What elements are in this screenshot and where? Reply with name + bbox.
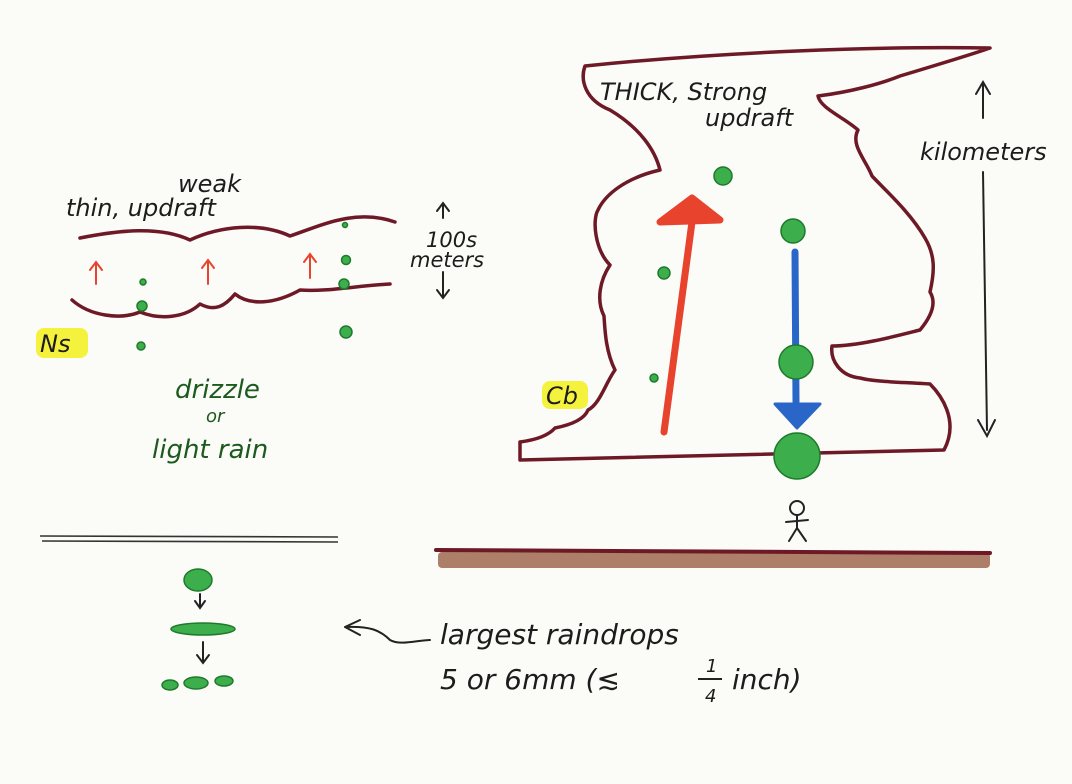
thick-cloud-updraft-label: updraft xyxy=(705,104,795,132)
or-label: or xyxy=(206,406,226,427)
cb-highlight xyxy=(542,381,588,409)
person-figure xyxy=(785,500,809,542)
weak-updraft-arrow-3 xyxy=(303,252,317,279)
split-drop-right xyxy=(214,675,234,687)
weak-updraft-arrow-1 xyxy=(89,260,103,285)
thin-cloud-label: thin, updraft xyxy=(66,194,217,222)
split-drop-left xyxy=(161,679,179,691)
kilometers-label: kilometers xyxy=(920,138,1047,166)
light-rain-label: light rain xyxy=(152,435,268,465)
depth-label-100s: 100s xyxy=(426,228,477,252)
kilometers-arrow xyxy=(975,80,996,439)
fraction-numerator: 1 xyxy=(706,656,717,677)
depth-label-meters: meters xyxy=(410,248,484,272)
thin-cloud-label-weak: weak xyxy=(178,170,242,198)
split-drop-center xyxy=(183,676,209,690)
thick-cloud-label: THICK, Strong xyxy=(600,78,767,106)
ns-label: Ns xyxy=(40,330,70,358)
ground-line xyxy=(434,548,992,555)
depth-arrow-up xyxy=(436,201,450,219)
weak-updraft-arrows xyxy=(89,252,317,285)
ground-soil xyxy=(438,552,990,568)
downdraft-arrowhead xyxy=(773,402,822,430)
thin-cloud-top-edge xyxy=(78,215,397,242)
large-drop xyxy=(183,568,213,592)
inch-label: inch) xyxy=(732,663,802,696)
pointer-arrow xyxy=(344,619,431,644)
weak-updraft-arrow-2 xyxy=(201,258,215,285)
fraction-denominator: 4 xyxy=(705,686,716,707)
raindrop-breakup-group: largest raindrops 5 or 6mm (≲ 1 4 inch) xyxy=(39,535,802,707)
cumulonimbus-outline xyxy=(518,45,992,462)
growing-drops xyxy=(649,166,821,480)
strong-updraft-arrow xyxy=(656,194,724,436)
thin-cloud-bottom-edge xyxy=(70,282,392,319)
flattened-drop xyxy=(170,622,236,636)
thick-cloud-group: THICK, Strong updraft Cb kilometers xyxy=(434,45,1047,568)
largest-raindrops-label: largest raindrops xyxy=(440,618,679,651)
thin-cloud-group: weak thin, updraft 100s meters Ns drizzl… xyxy=(36,170,484,465)
depth-arrow-down xyxy=(436,271,450,300)
raindrop-size-label: 5 or 6mm (≲ xyxy=(440,663,620,696)
small-drops xyxy=(136,221,353,351)
ns-highlight xyxy=(36,328,88,358)
drizzle-label: drizzle xyxy=(175,375,260,405)
breakup-arrow-2 xyxy=(196,641,210,665)
breakup-arrow-1 xyxy=(194,593,206,610)
cb-label: Cb xyxy=(546,382,578,410)
separator-line xyxy=(39,535,339,543)
